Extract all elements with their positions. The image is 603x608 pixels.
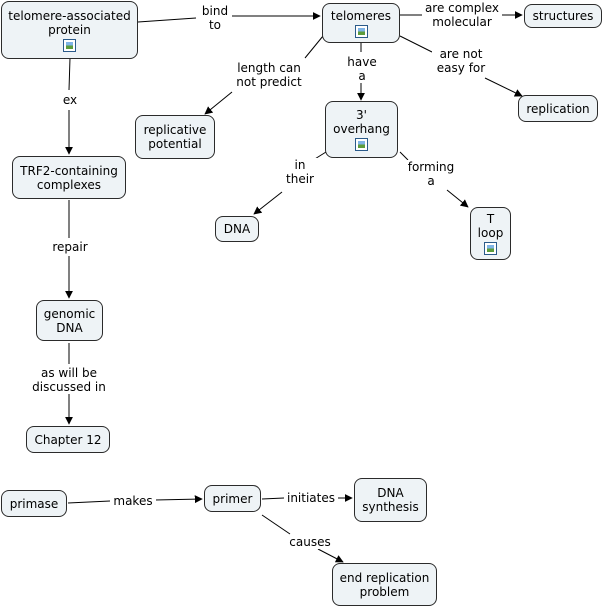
concept-dna-synthesis[interactable]: DNA synthesis	[354, 478, 427, 522]
link-length-can-not-predict[interactable]: length can not predict	[232, 61, 306, 89]
image-resource-icon[interactable]	[63, 38, 76, 52]
image-resource-icon[interactable]	[354, 24, 368, 38]
concept-label: TRF2-containing complexes	[20, 163, 118, 192]
line-telomeres-length	[304, 35, 324, 59]
concept-t-loop[interactable]: T loop	[470, 207, 511, 260]
line-in-dna	[253, 191, 283, 215]
link-as-will-be-discussed-in[interactable]: as will be discussed in	[28, 366, 110, 394]
line-forming-tloop	[446, 189, 469, 208]
concept-label: structures	[532, 9, 594, 23]
concept-label: genomic DNA	[43, 306, 96, 335]
concept-label: telomere-associated protein	[8, 8, 131, 37]
concept-3-overhang[interactable]: 3' overhang	[325, 101, 398, 158]
link-are-complex-molecular[interactable]: are complex molecular	[422, 1, 502, 29]
concept-label: replication	[526, 101, 590, 116]
concept-label: primase	[9, 496, 59, 511]
concept-label: telomeres	[330, 8, 392, 23]
concept-end-replication-problem[interactable]: end replication problem	[332, 563, 437, 606]
link-ex[interactable]: ex	[56, 93, 84, 107]
link-in-their[interactable]: in their	[282, 158, 318, 186]
link-initiates[interactable]: initiates	[284, 491, 338, 505]
line-telomeres-noteasy	[399, 35, 433, 53]
link-repair[interactable]: repair	[47, 240, 93, 254]
line-noteasy-replication	[484, 77, 523, 97]
link-have-a[interactable]: have a	[343, 55, 381, 83]
concept-label: DNA synthesis	[362, 486, 419, 514]
concept-primer[interactable]: primer	[204, 485, 261, 512]
concept-structures[interactable]: structures	[524, 4, 602, 28]
concept-trf2-containing-complexes[interactable]: TRF2-containing complexes	[12, 156, 126, 199]
concept-label: T loop	[477, 212, 504, 240]
line-causes-endrep	[317, 548, 344, 563]
link-forming-a[interactable]: forming a	[403, 160, 459, 188]
concept-replication[interactable]: replication	[518, 95, 598, 122]
concept-primase[interactable]: primase	[1, 490, 67, 517]
concept-label: 3' overhang	[333, 108, 390, 136]
link-bind-to[interactable]: bind to	[198, 4, 232, 32]
line-primer-causes	[261, 514, 291, 535]
concept-genomic-dna[interactable]: genomic DNA	[36, 300, 103, 341]
concept-label: end replication problem	[339, 570, 430, 599]
concept-label: replicative potential	[143, 123, 207, 151]
concept-telomeres[interactable]: telomeres	[322, 3, 400, 43]
concept-telomere-associated-protein[interactable]: telomere-associated protein	[1, 1, 138, 59]
image-resource-icon[interactable]	[484, 242, 497, 255]
concept-label: Chapter 12	[34, 432, 102, 447]
concept-label: DNA	[223, 222, 251, 236]
line-primase-makes	[67, 500, 111, 504]
link-makes[interactable]: makes	[110, 494, 156, 508]
link-are-not-easy-for[interactable]: are not easy for	[432, 47, 490, 75]
line-protein-bind	[137, 17, 197, 23]
concept-replicative-potential[interactable]: replicative potential	[135, 115, 215, 159]
line-length-replicative	[204, 91, 233, 115]
line-makes-primer	[154, 495, 203, 504]
line-primer-initiates	[261, 497, 285, 500]
image-resource-icon[interactable]	[355, 138, 368, 151]
line-overhang-forming	[399, 151, 409, 161]
concept-chapter-12[interactable]: Chapter 12	[26, 426, 110, 453]
concept-label: primer	[212, 491, 253, 506]
link-causes[interactable]: causes	[286, 535, 334, 549]
line-protein-ex	[68, 57, 71, 91]
concept-dna[interactable]: DNA	[215, 216, 259, 242]
